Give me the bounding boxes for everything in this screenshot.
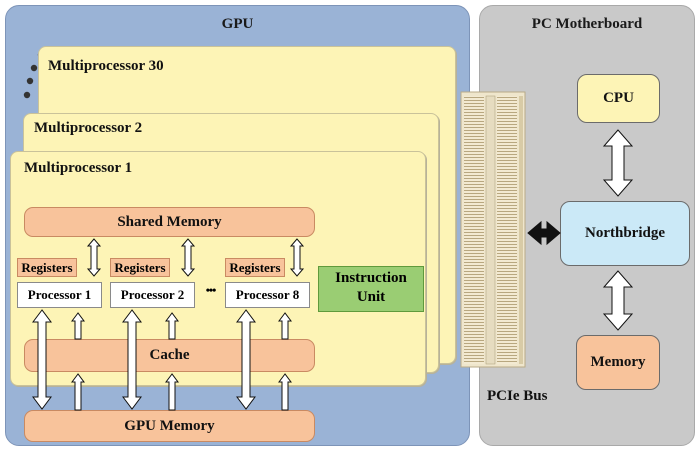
- cache: Cache: [24, 339, 315, 372]
- registers-2: Registers: [110, 258, 170, 277]
- processor-ellipsis: •••: [205, 283, 217, 297]
- pcie-bus-label: PCIe Bus: [487, 388, 548, 404]
- arrow-cpu-northbridge: [602, 129, 634, 197]
- cpu-box: CPU: [577, 74, 660, 123]
- arrow-shared-reg-2: [180, 238, 196, 277]
- multiprocessor-30-label: Multiprocessor 30: [48, 58, 164, 74]
- arrow-cache-proc-1: [71, 312, 85, 340]
- gpu-title: GPU: [221, 16, 254, 32]
- instruction-unit: Instruction Unit: [318, 266, 424, 312]
- multiprocessor-2-label: Multiprocessor 2: [34, 120, 143, 136]
- registers-8: Registers: [225, 258, 285, 277]
- arrow-cache-gpumem-1: [71, 373, 85, 411]
- arrow-gpumem-proc-8: [236, 309, 256, 410]
- arrow-cache-gpumem-8: [278, 373, 292, 411]
- processor-8: Processor 8: [225, 282, 310, 308]
- arrow-shared-reg-8: [289, 238, 305, 277]
- registers-1: Registers: [17, 258, 77, 277]
- arrow-gpumem-proc-1: [32, 309, 52, 410]
- multiprocessor-1-label: Multiprocessor 1: [24, 160, 133, 176]
- instruction-unit-line-1: Instruction: [335, 270, 407, 286]
- northbridge-box: Northbridge: [560, 201, 690, 266]
- arrow-northbridge-memory: [602, 270, 634, 331]
- arrow-shared-reg-1: [86, 238, 102, 277]
- processor-1: Processor 1: [17, 282, 102, 308]
- arrow-gpumem-proc-2: [122, 309, 142, 410]
- pc-motherboard-title: PC Motherboard: [531, 16, 643, 32]
- instruction-unit-line-2: Unit: [356, 289, 386, 305]
- shared-memory: Shared Memory: [24, 207, 315, 237]
- memory-box: Memory: [576, 335, 660, 390]
- arrow-cache-proc-8: [278, 312, 292, 340]
- arrow-cache-gpumem-2: [165, 373, 179, 411]
- arrow-cache-proc-2: [165, 312, 179, 340]
- arrow-pcie-northbridge: [527, 220, 561, 246]
- processor-2: Processor 2: [110, 282, 195, 308]
